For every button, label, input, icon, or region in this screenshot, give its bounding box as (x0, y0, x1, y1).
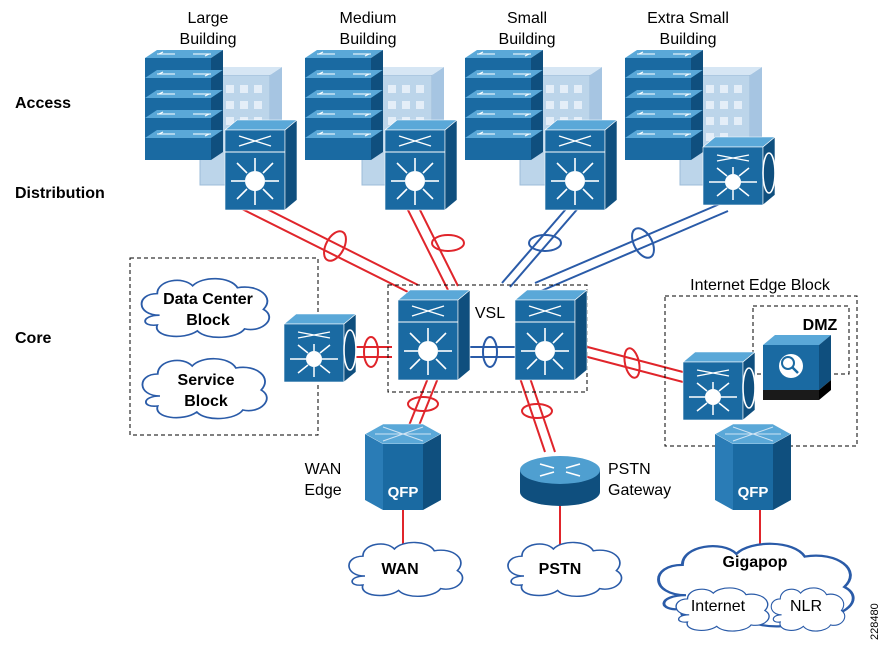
data-center-switch (283, 313, 357, 383)
building-small-subtitle: Building (499, 31, 556, 48)
wan-edge-label-2: Edge (304, 482, 341, 499)
magnifier-icon (781, 356, 795, 370)
service-block-cloud: Service Block (141, 357, 268, 420)
pstn-gateway-router (520, 456, 600, 506)
distribution-uplinks (237, 197, 729, 295)
layer-label-access: Access (15, 95, 71, 112)
service-block-label: Service (178, 372, 235, 389)
layer-label-core: Core (15, 330, 52, 347)
internet-edge-switch (682, 351, 756, 421)
wan-cloud: WAN (348, 541, 464, 598)
building-large (145, 50, 298, 211)
layer-label-distribution: Distribution (15, 185, 105, 202)
building-xsmall-subtitle: Building (660, 31, 717, 48)
building-extra-small (625, 50, 776, 206)
internet-qfp-label: QFP (738, 484, 769, 501)
building-medium-title: Medium (340, 10, 397, 27)
wan-qfp-label: QFP (388, 484, 419, 501)
wan-cloud-label: WAN (381, 561, 418, 578)
service-block-label-2: Block (184, 393, 228, 410)
nlr-cloud-label: NLR (790, 598, 822, 615)
building-titles: Large Building Medium Building Small Bui… (180, 10, 729, 48)
building-small-title: Small (507, 10, 547, 27)
pstn-gateway-label-2: Gateway (608, 482, 671, 499)
figure-id: 228480 (869, 603, 881, 640)
internet-edge-label: Internet Edge Block (690, 277, 831, 294)
building-medium (305, 50, 458, 211)
building-small (465, 50, 618, 211)
pstn-gateway-label: PSTN (608, 461, 651, 478)
gigapop-label: Gigapop (723, 554, 788, 571)
data-center-label: Data Center (163, 291, 253, 308)
building-large-subtitle: Building (180, 31, 237, 48)
dmz-label: DMZ (803, 317, 838, 334)
data-center-label-2: Block (186, 312, 230, 329)
building-large-title: Large (188, 10, 229, 27)
wan-edge-label: WAN (305, 461, 342, 478)
building-xsmall-title: Extra Small (647, 10, 729, 27)
vsl-label: VSL (475, 305, 505, 322)
firewall-appliance (763, 335, 831, 400)
data-center-cloud: Data Center Block (140, 277, 271, 339)
internet-cloud-label: Internet (691, 598, 746, 615)
building-medium-subtitle: Building (340, 31, 397, 48)
pstn-cloud: PSTN (507, 541, 623, 598)
gigapop-cloud: Gigapop Internet NLR (657, 542, 855, 632)
core-switch-2 (514, 289, 588, 381)
pstn-cloud-label: PSTN (539, 561, 582, 578)
core-switch-1 (397, 289, 471, 381)
